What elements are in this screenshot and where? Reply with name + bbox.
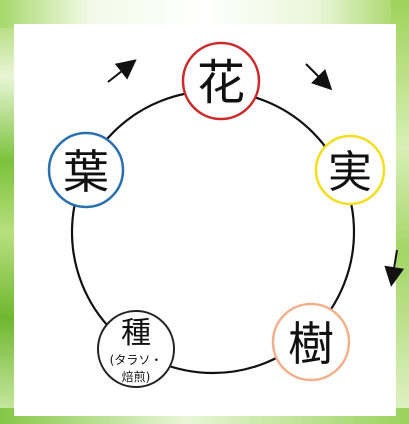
node-tree: 樹	[271, 302, 351, 382]
background-top-green	[0, 0, 409, 28]
node-leaf-label: 葉	[63, 145, 109, 199]
node-flower-label: 花	[197, 55, 245, 111]
arrow-leaf-to-flower	[107, 59, 137, 83]
node-flower: 花	[181, 41, 261, 121]
node-seed-label: 種	[121, 316, 151, 351]
arrow-fruit-to-tree	[384, 249, 405, 287]
node-seed-sublabel-1: (タラソ・	[110, 353, 163, 367]
node-seed-sublabel-2: 焙煎)	[122, 369, 151, 384]
node-fruit-label: 実	[328, 147, 372, 198]
arrow-flower-to-fruit	[305, 63, 333, 91]
node-tree-label: 樹	[288, 317, 334, 371]
node-leaf: 葉	[47, 131, 125, 209]
node-fruit: 実	[314, 134, 386, 206]
node-seed: 種 (タラソ・ 焙煎)	[97, 310, 175, 388]
